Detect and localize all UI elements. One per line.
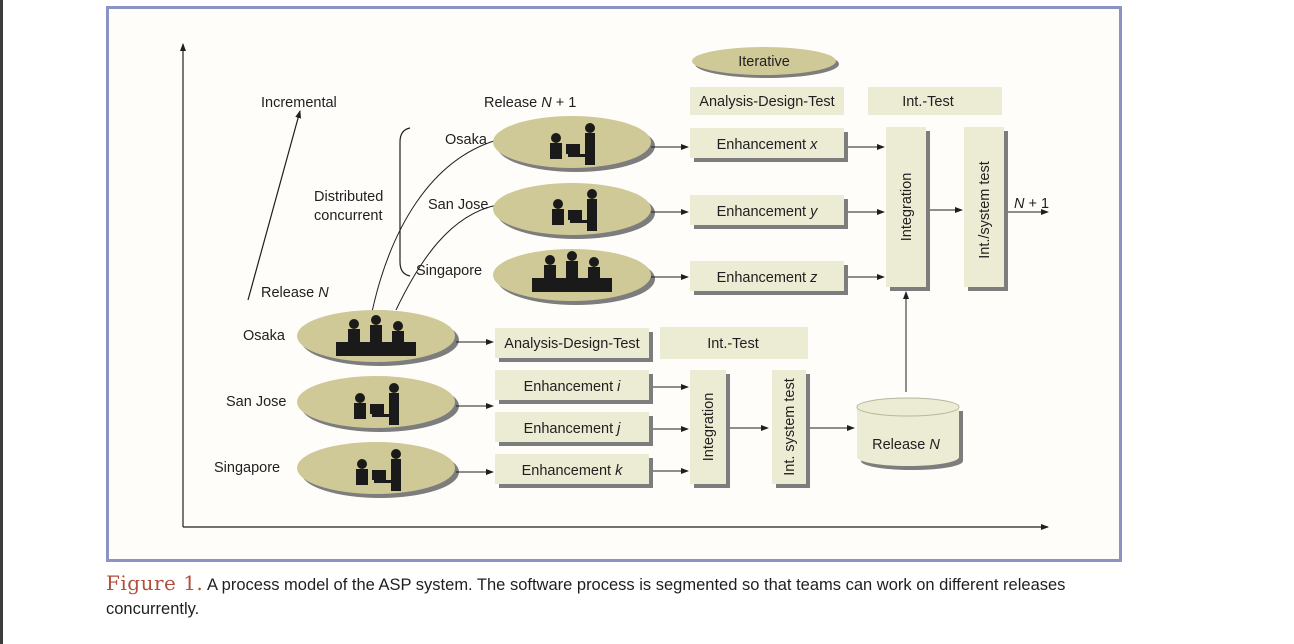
enhancement-x-box xyxy=(690,128,844,158)
figure-caption-text: A process model of the ASP system. The s… xyxy=(106,576,1066,618)
upper-integration-box xyxy=(886,127,926,287)
lower-integration-label: Integration xyxy=(701,393,717,462)
curve-to-sanjose xyxy=(395,204,498,311)
curve-to-osaka xyxy=(371,139,498,313)
upper-integration-label: Integration xyxy=(899,173,915,242)
lower-site-sanjose-label: San Jose xyxy=(226,394,286,410)
iterative-label: Iterative xyxy=(738,54,790,70)
enhancement-i-box xyxy=(495,370,649,400)
distributed-label-line2: concurrent xyxy=(314,208,383,224)
lower-site-singapore-label: Singapore xyxy=(214,460,280,476)
incremental-label: Incremental xyxy=(261,95,337,111)
upper-site-osaka xyxy=(493,116,655,172)
enhancement-y-box xyxy=(690,195,844,225)
enhancement-z-box xyxy=(690,261,844,291)
release-n-database xyxy=(856,397,963,470)
enhancement-j-box xyxy=(495,412,649,442)
lower-site-sanjose xyxy=(297,376,459,432)
sites-bracket xyxy=(399,127,411,277)
release-n-left-label: Release N xyxy=(261,285,329,301)
distributed-label-line1: Distributed xyxy=(314,189,383,205)
output-label: N + 1 xyxy=(1014,196,1049,212)
lower-system-test-label: Int. system test xyxy=(782,378,798,476)
enhancement-j-label: Enhancement j xyxy=(524,421,622,437)
release-n1-top-label: Release N + 1 xyxy=(484,95,576,111)
lower-inttest-header-label: Int.-Test xyxy=(707,336,759,352)
upper-site-sanjose-label: San Jose xyxy=(428,197,488,213)
upper-site-osaka-label: Osaka xyxy=(445,132,488,148)
page-edge-rule xyxy=(0,0,3,644)
enhancement-i-label: Enhancement i xyxy=(524,379,622,395)
iterative-ellipse xyxy=(692,47,836,75)
incremental-arrow xyxy=(247,110,302,301)
lower-inttest-header xyxy=(660,327,808,359)
upper-site-singapore-label: Singapore xyxy=(416,263,482,279)
lower-system-test-box xyxy=(772,370,806,484)
upper-adt-header xyxy=(690,87,844,115)
figure-caption-label: Figure 1. xyxy=(106,571,204,595)
lower-site-osaka xyxy=(297,310,459,366)
enhancement-z-label: Enhancement z xyxy=(717,270,819,286)
upper-system-test-box xyxy=(964,127,1004,287)
upper-inttest-header-label: Int.-Test xyxy=(902,94,954,110)
lower-site-osaka-label: Osaka xyxy=(243,328,286,344)
upper-adt-header-label: Analysis-Design-Test xyxy=(699,94,834,110)
enhancement-k-label: Enhancement k xyxy=(522,463,624,479)
enhancement-k-box xyxy=(495,454,649,484)
lower-integration-box xyxy=(690,370,726,484)
release-n-database-label: Release N xyxy=(872,437,940,453)
enhancement-y-label: Enhancement y xyxy=(717,204,819,220)
upper-site-singapore xyxy=(493,249,655,305)
lower-adt-header xyxy=(495,328,649,358)
upper-system-test-label: Int./system test xyxy=(977,161,993,259)
lower-site-singapore xyxy=(297,442,459,498)
enhancement-x-label: Enhancement x xyxy=(717,137,819,153)
figure-caption: Figure 1. A process model of the ASP sys… xyxy=(106,571,1136,621)
upper-inttest-header xyxy=(868,87,1002,115)
lower-adt-header-label: Analysis-Design-Test xyxy=(504,336,639,352)
upper-site-sanjose xyxy=(493,183,655,239)
